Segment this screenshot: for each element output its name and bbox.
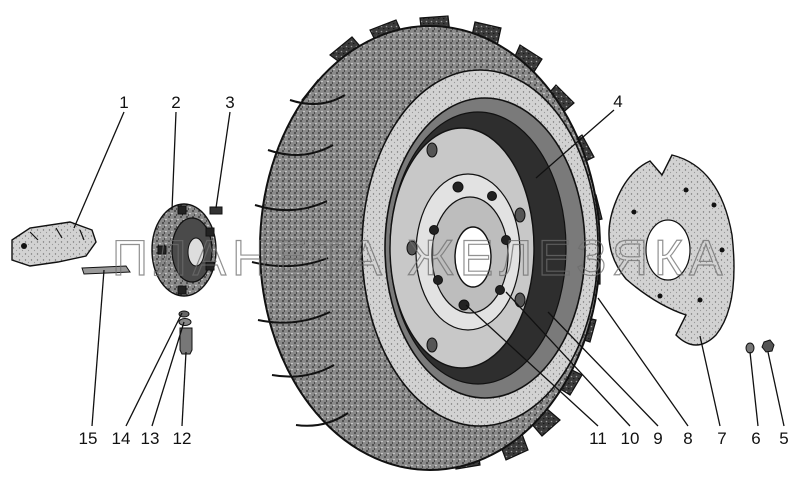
leader-8 [597,297,689,427]
callout-13: 13 [141,429,160,448]
leader-7 [699,335,721,427]
part-bolt-assembly [178,310,193,355]
leader-10 [505,291,631,427]
leader-14 [125,312,183,427]
leader-13 [151,321,185,427]
callout-6: 6 [751,429,760,448]
leader-5 [767,351,785,427]
callout-15: 15 [79,429,98,448]
callout-9: 9 [653,429,662,448]
leader-2 [171,111,177,211]
leader-4 [535,109,615,179]
callout-3: 3 [225,93,234,112]
callout-labels: 1 2 3 4 5 6 7 8 9 10 11 12 13 14 15 [79,92,789,448]
part-cover-plate [608,154,735,346]
leader-11 [465,304,599,427]
leader-3 [215,111,231,209]
watermark: ПЛАНЕТА ЖЕЛЕЗЯКА [112,230,728,286]
part-washer [178,318,192,326]
disc-bolt-holes [406,142,526,353]
part-key [81,265,131,275]
callout-11: 11 [589,429,607,448]
leader-9 [547,311,659,427]
part-clamp [11,221,97,267]
callout-7: 7 [717,429,726,448]
part-hub [151,203,217,297]
tire-tread-grooves [251,94,349,427]
callout-4: 4 [613,92,622,111]
part-small-washer [745,342,755,354]
callout-10: 10 [621,429,640,448]
leader-6 [749,351,759,427]
part-nut [761,339,775,353]
callout-14: 14 [112,429,131,448]
callout-5: 5 [779,429,788,448]
wheel-nuts [429,181,511,311]
leader-lines [73,109,785,427]
leader-12 [181,351,187,427]
callout-8: 8 [683,429,692,448]
callout-12: 12 [173,429,192,448]
part-stud [209,206,223,215]
callout-2: 2 [171,93,180,112]
leader-15 [91,269,105,427]
hub-bore [454,226,492,288]
leader-1 [73,111,125,229]
part-bolt [179,327,193,355]
part-washer-lock [178,310,190,318]
callout-1: 1 [119,93,128,112]
